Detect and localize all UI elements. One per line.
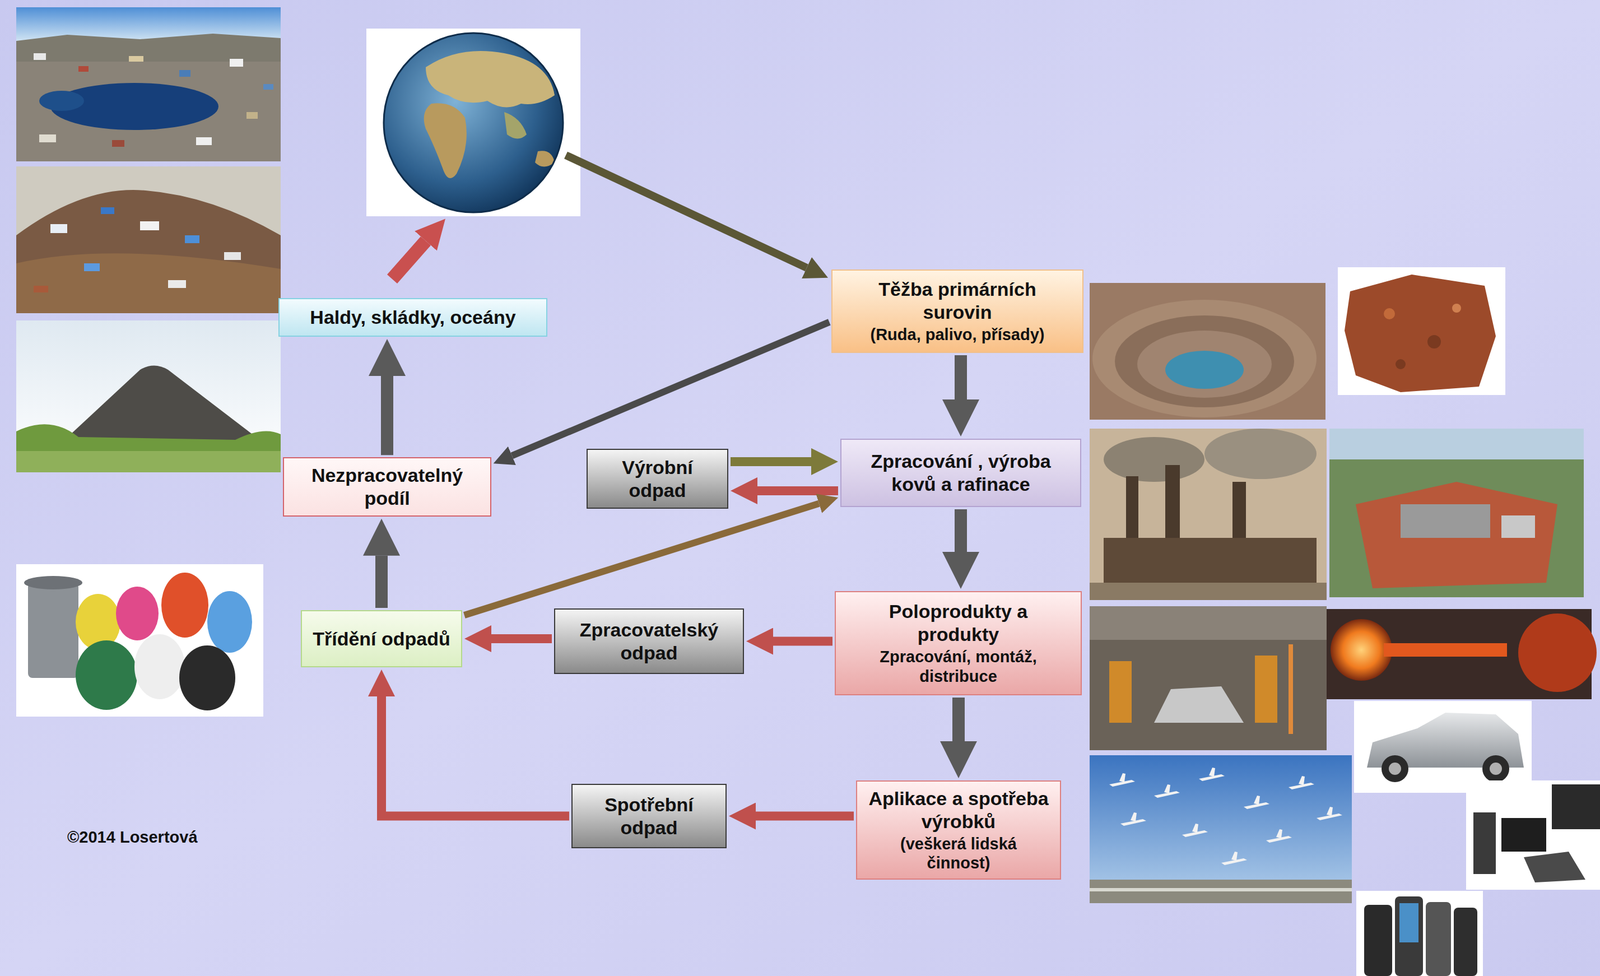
flow-arrow bbox=[755, 811, 854, 821]
flow-arrow bbox=[512, 322, 830, 457]
landfill-photo bbox=[16, 7, 281, 162]
flow-arrow bbox=[380, 375, 394, 455]
process-box: Nezpracovatelný podíl bbox=[282, 457, 492, 517]
box-subtitle: (Ruda, palivo, přísady) bbox=[842, 324, 1073, 345]
box-title: Těžba primárních surovin bbox=[842, 277, 1073, 324]
flow-arrow bbox=[375, 555, 388, 608]
ironworks-drawing bbox=[1089, 428, 1327, 600]
spoil-heap-photo bbox=[16, 320, 281, 473]
process-box: Poloprodukty a produktyZpracování, montá… bbox=[834, 591, 1082, 696]
process-box: Zpracování , výroba kovů a rafinace bbox=[840, 438, 1082, 508]
process-box: Aplikace a spotřeba výrobků(veškerá lids… bbox=[856, 780, 1062, 880]
globe-image bbox=[366, 28, 581, 217]
flow-arrow bbox=[757, 486, 839, 496]
flow-arrow bbox=[952, 697, 965, 742]
flow-arrow bbox=[954, 355, 967, 400]
ore-rock-image bbox=[1337, 267, 1506, 395]
waste-bags-photo bbox=[16, 564, 264, 717]
box-title: Třídění odpadů bbox=[312, 627, 451, 651]
landfill-photo bbox=[16, 166, 281, 314]
flow-arrow bbox=[730, 457, 812, 467]
box-subtitle: Zpracování, montáž, distribuce bbox=[845, 647, 1071, 687]
phones-image bbox=[1356, 890, 1483, 976]
process-box: Výrobní odpad bbox=[586, 448, 729, 509]
box-title: Aplikace a spotřeba výrobků bbox=[867, 787, 1050, 834]
smelter-aerial-photo bbox=[1329, 428, 1584, 598]
process-box: Třídění odpadů bbox=[300, 610, 463, 668]
process-box: Spotřební odpad bbox=[571, 783, 727, 849]
car-factory-photo bbox=[1089, 606, 1327, 751]
car-image bbox=[1354, 700, 1532, 793]
flow-arrow bbox=[464, 503, 820, 616]
hot-steel-photo bbox=[1326, 608, 1597, 700]
box-title: Haldy, skládky, oceány bbox=[289, 305, 537, 329]
process-box: Haldy, skládky, oceány bbox=[278, 298, 548, 337]
box-title: Spotřební odpad bbox=[582, 793, 716, 840]
box-title: Poloprodukty a produkty bbox=[845, 600, 1071, 646]
flow-arrow bbox=[381, 696, 570, 817]
airplanes-photo bbox=[1089, 755, 1352, 904]
copyright-note: ©2014 Losertová bbox=[67, 828, 198, 847]
flow-arrow bbox=[491, 634, 552, 644]
box-title: Nezpracovatelný podíl bbox=[294, 463, 481, 510]
flow-arrow bbox=[954, 509, 967, 552]
box-title: Zpracování , výroba kovů a rafinace bbox=[851, 449, 1071, 496]
flow-arrow bbox=[773, 636, 833, 646]
box-title: Výrobní odpad bbox=[597, 456, 718, 502]
process-box: Těžba primárních surovin(Ruda, palivo, p… bbox=[831, 269, 1084, 353]
open-pit-mine-photo bbox=[1089, 282, 1326, 420]
box-subtitle: (veškerá lidská činnost) bbox=[867, 834, 1050, 874]
flow-arrows bbox=[392, 155, 807, 279]
box-title: Zpracovatelský odpad bbox=[565, 618, 733, 665]
computers-image bbox=[1466, 780, 1600, 890]
process-box: Zpracovatelský odpad bbox=[554, 608, 744, 674]
